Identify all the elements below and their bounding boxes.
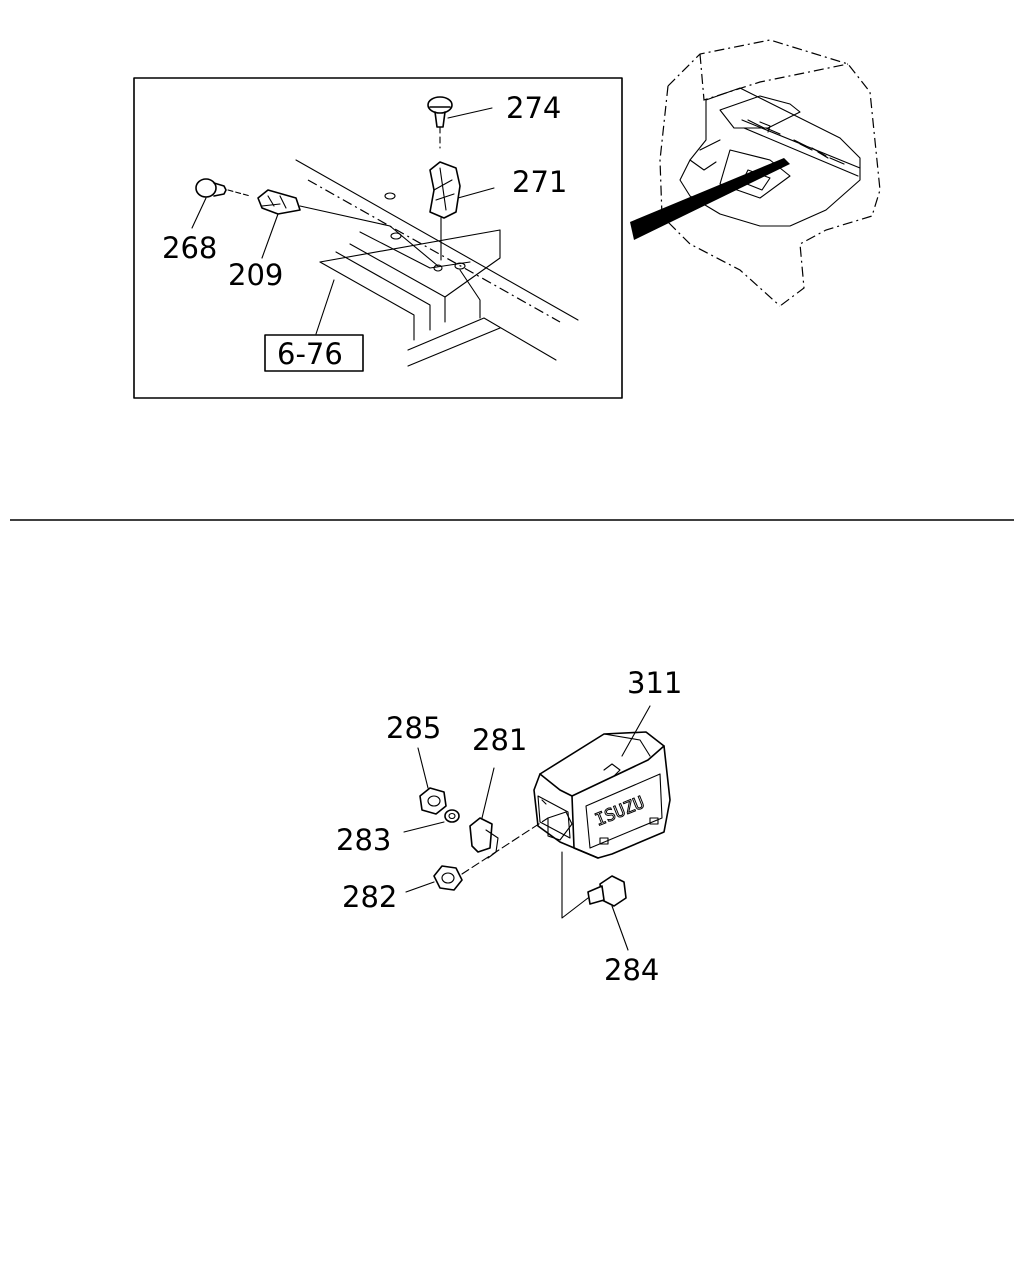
washer-283 (403, 809, 460, 833)
lamp-assembly (403, 705, 671, 951)
assembly-line-284 (561, 851, 589, 919)
callout-274: 274 (506, 91, 561, 125)
callout-271: 271 (512, 165, 567, 199)
callout-311: 311 (627, 666, 682, 700)
detail-frame (133, 77, 623, 399)
cab-overview (630, 39, 881, 308)
screw-274 (427, 96, 493, 149)
clip-209 (257, 189, 439, 267)
body-panel-drawing (295, 159, 579, 367)
ref-leader (315, 279, 335, 335)
reference-box (264, 334, 364, 372)
callout-285: 285 (386, 711, 441, 745)
housing-311 (533, 705, 671, 859)
clip-271 (429, 161, 495, 261)
callout-268: 268 (162, 231, 217, 265)
callout-282: 282 (342, 880, 397, 914)
callout-281: 281 (472, 723, 527, 757)
leader-wedge (630, 158, 790, 240)
nut-282 (405, 865, 463, 893)
pin-268 (191, 178, 251, 229)
nut-285 (417, 747, 447, 815)
reference-label: 6-76 (277, 337, 343, 371)
detail-panel (133, 77, 623, 399)
bracket-281 (469, 767, 499, 859)
callout-284: 284 (604, 953, 659, 987)
bolt-284 (587, 875, 629, 951)
callout-283: 283 (336, 823, 391, 857)
assembly-line (461, 817, 549, 875)
callout-209: 209 (228, 258, 283, 292)
